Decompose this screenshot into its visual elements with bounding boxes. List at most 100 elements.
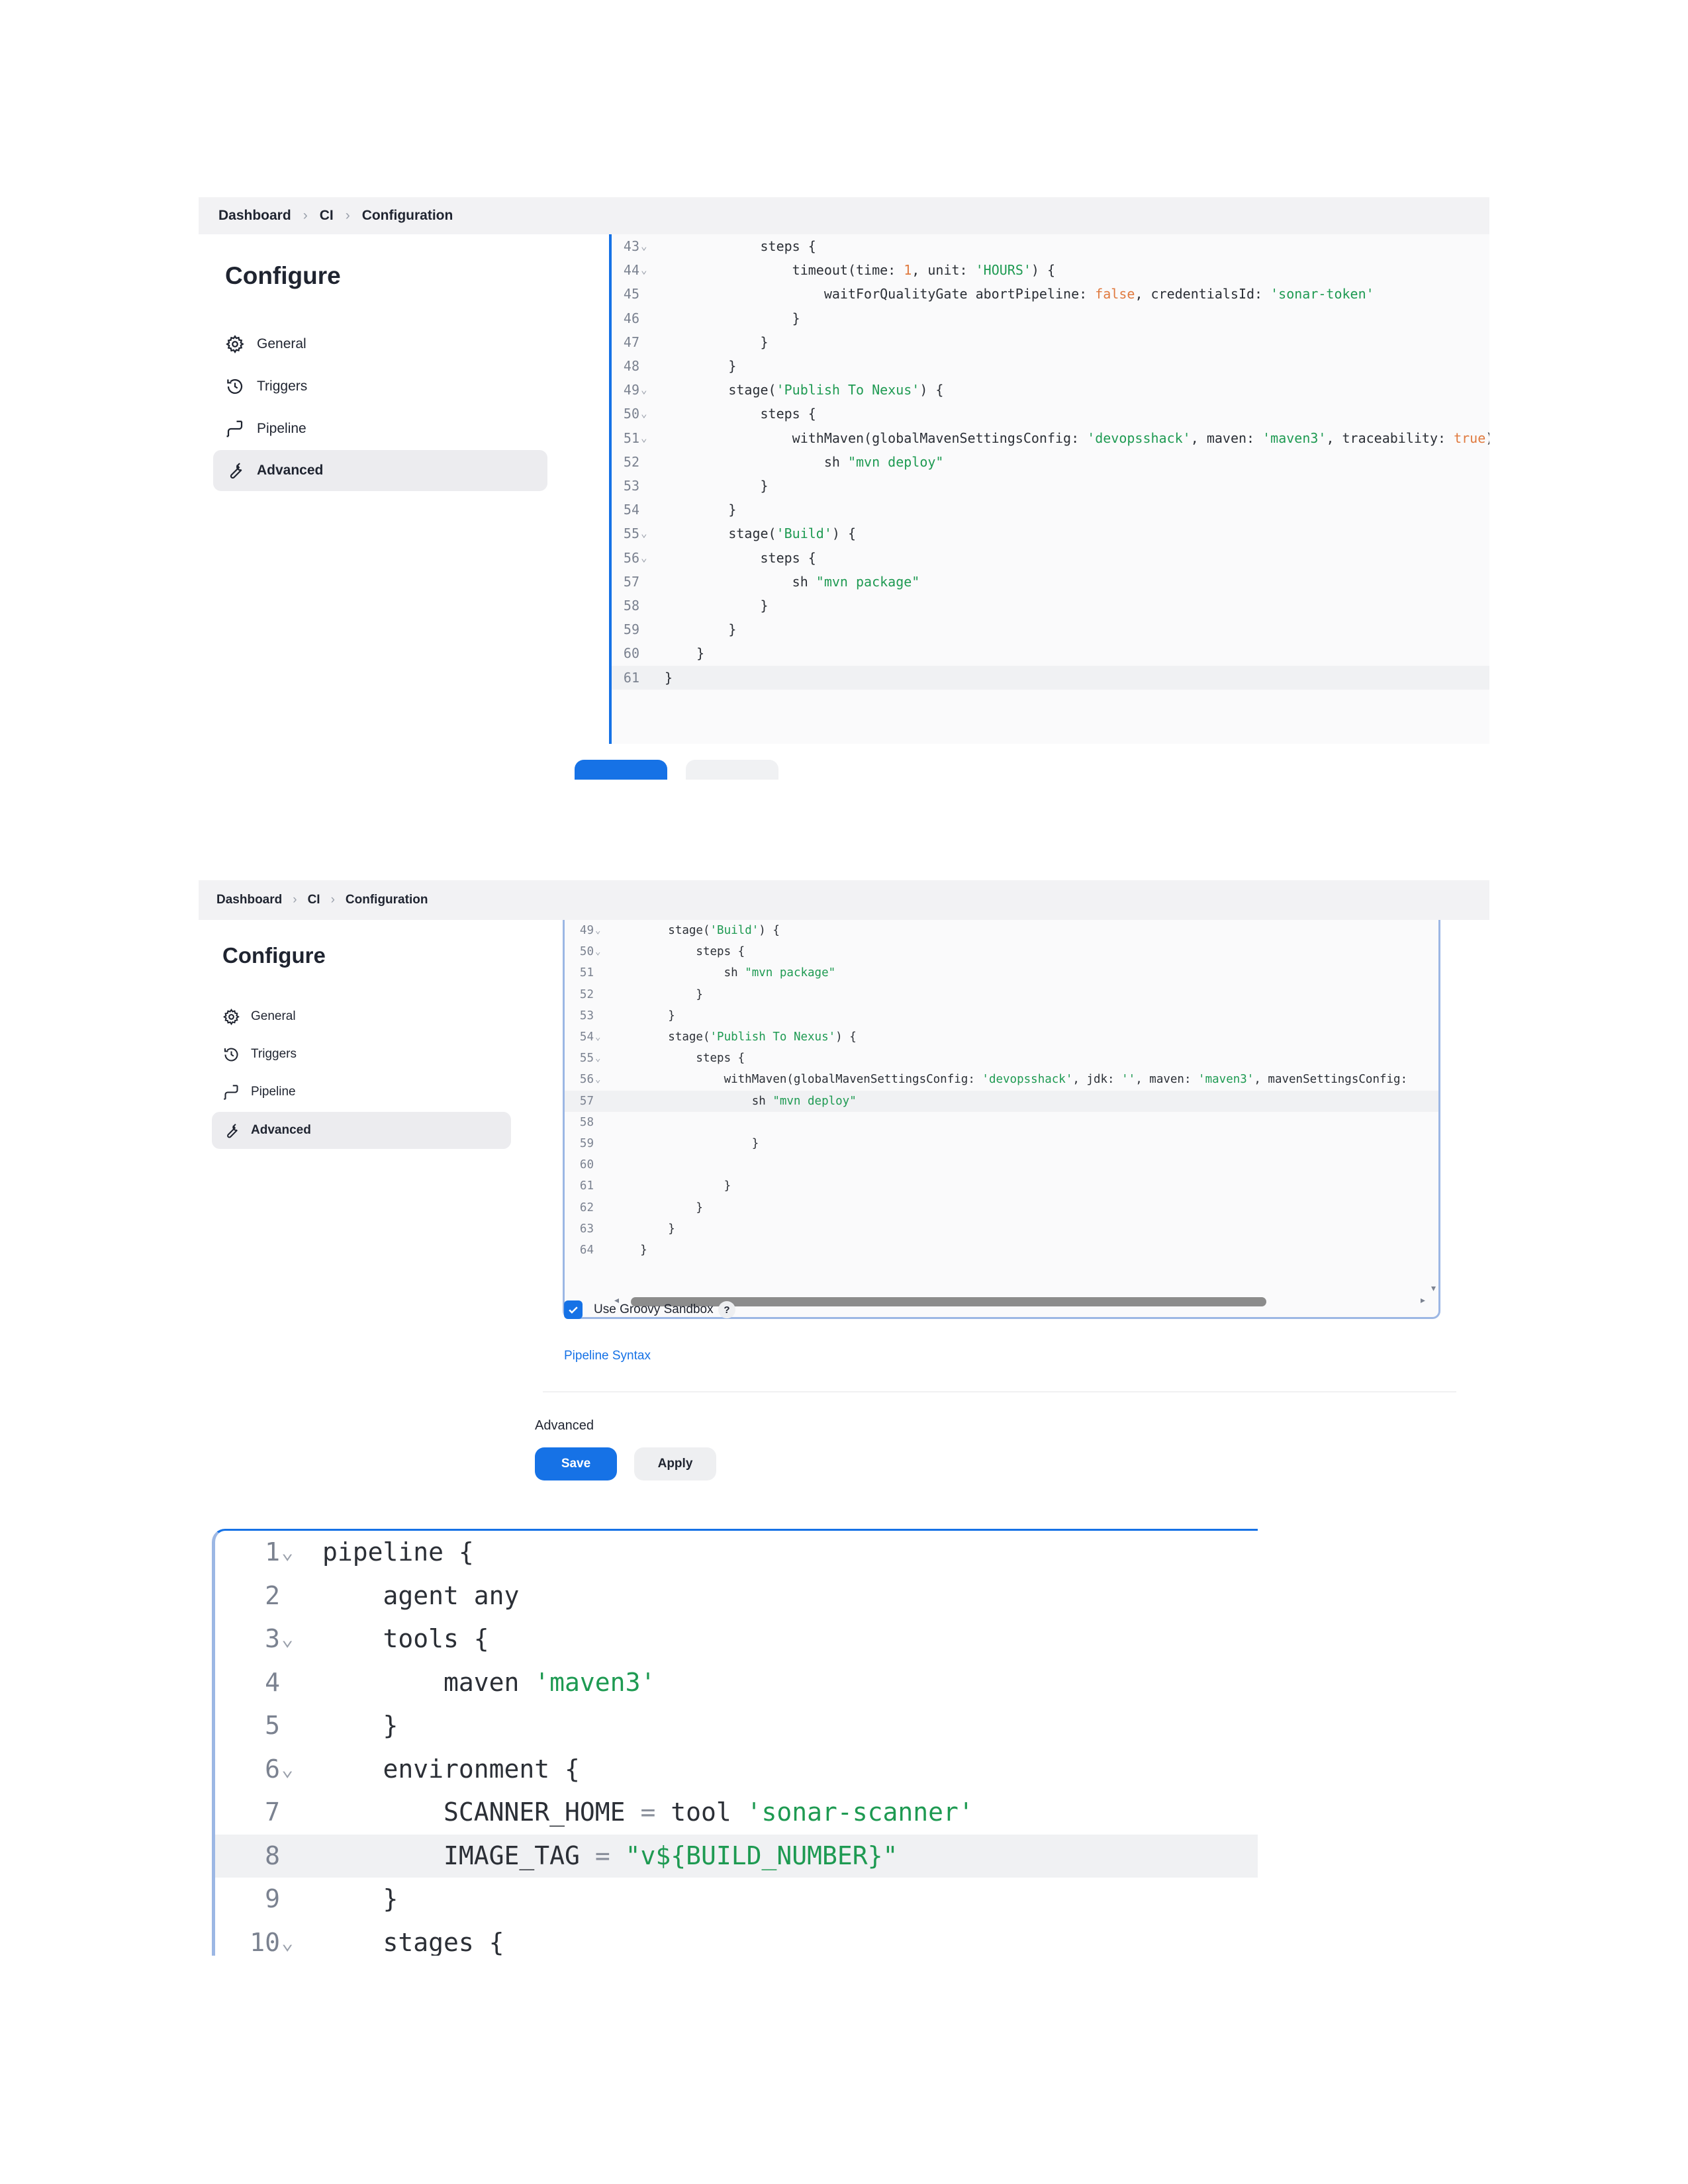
code-line[interactable]: 57 sh "mvn package" bbox=[612, 570, 1489, 594]
code-line[interactable]: 64 } bbox=[565, 1240, 1438, 1261]
code-line[interactable]: 63 } bbox=[565, 1218, 1438, 1240]
fold-chevron-icon[interactable]: ⌄ bbox=[595, 1053, 601, 1064]
fold-chevron-icon[interactable]: ⌄ bbox=[281, 1931, 294, 1954]
code-line[interactable]: 7 SCANNER_HOME = tool 'sonar-scanner' bbox=[215, 1791, 1258, 1835]
code-line[interactable]: 59 } bbox=[565, 1133, 1438, 1154]
code-line[interactable]: 49⌄ stage('Build') { bbox=[565, 920, 1438, 941]
code-line[interactable]: 55⌄ steps { bbox=[565, 1048, 1438, 1069]
save-button[interactable]: Save bbox=[535, 1447, 617, 1480]
code-line[interactable]: 57 sh "mvn deploy" bbox=[565, 1090, 1438, 1112]
code-token: = bbox=[640, 1797, 656, 1827]
code-line[interactable]: 52 } bbox=[565, 984, 1438, 1005]
code-text: timeout(time: 1, unit: 'HOURS') { bbox=[665, 262, 1056, 279]
fold-chevron-icon[interactable]: ⌄ bbox=[641, 240, 647, 252]
horizontal-scrollbar[interactable] bbox=[631, 1297, 1266, 1306]
sidebar-item-general[interactable]: General bbox=[213, 325, 504, 363]
breadcrumb: Dashboard › CI › Configuration bbox=[199, 880, 1489, 920]
apply-button-partial[interactable] bbox=[686, 760, 778, 780]
fold-chevron-icon[interactable]: ⌄ bbox=[641, 431, 647, 444]
fold-chevron-icon[interactable]: ⌄ bbox=[641, 551, 647, 564]
clock-icon bbox=[225, 377, 245, 396]
fold-chevron-icon[interactable]: ⌄ bbox=[641, 407, 647, 420]
breadcrumb-ci[interactable]: CI bbox=[307, 893, 320, 907]
fold-chevron-icon[interactable]: ⌄ bbox=[281, 1757, 294, 1781]
breadcrumb-configuration[interactable]: Configuration bbox=[345, 893, 428, 907]
sidebar-item-advanced[interactable]: Advanced bbox=[212, 1112, 511, 1149]
fold-chevron-icon[interactable]: ⌄ bbox=[595, 946, 601, 958]
code-line[interactable]: 5 } bbox=[215, 1704, 1258, 1748]
breadcrumb-configuration[interactable]: Configuration bbox=[361, 208, 453, 223]
fold-chevron-icon[interactable]: ⌄ bbox=[595, 1074, 601, 1085]
sidebar-item-triggers[interactable]: Triggers bbox=[212, 1037, 490, 1071]
sidebar-item-general[interactable]: General bbox=[212, 999, 490, 1034]
code-line[interactable]: 54 } bbox=[612, 498, 1489, 522]
code-line[interactable]: 61} bbox=[612, 665, 1489, 690]
code-line[interactable]: 9 } bbox=[215, 1878, 1258, 1921]
code-line[interactable]: 8 IMAGE_TAG = "v${BUILD_NUMBER}" bbox=[215, 1834, 1258, 1878]
code-text: tools { bbox=[322, 1624, 489, 1653]
code-line[interactable]: 53 } bbox=[565, 1005, 1438, 1026]
code-line[interactable]: 45 waitForQualityGate abortPipeline: fal… bbox=[612, 282, 1489, 306]
code-token: 'sonar-token' bbox=[1270, 286, 1374, 302]
fold-chevron-icon[interactable]: ⌄ bbox=[641, 263, 647, 277]
code-line[interactable]: 52 sh "mvn deploy" bbox=[612, 450, 1489, 474]
sandbox-checkbox[interactable] bbox=[564, 1300, 583, 1319]
fold-chevron-icon[interactable]: ⌄ bbox=[641, 527, 647, 540]
help-icon[interactable]: ? bbox=[718, 1301, 735, 1318]
code-line[interactable]: 48 } bbox=[612, 354, 1489, 378]
code-line[interactable]: 1⌄pipeline { bbox=[215, 1531, 1258, 1574]
breadcrumb-dashboard[interactable]: Dashboard bbox=[218, 208, 291, 223]
code-editor[interactable]: 49⌄ stage('Build') {50⌄ steps {51 sh "mv… bbox=[563, 920, 1440, 1319]
breadcrumb: Dashboard › CI › Configuration bbox=[199, 197, 1489, 234]
pipeline-syntax-link[interactable]: Pipeline Syntax bbox=[564, 1349, 651, 1363]
sidebar-item-triggers[interactable]: Triggers bbox=[213, 367, 504, 406]
code-line[interactable]: 59 } bbox=[612, 617, 1489, 641]
code-line[interactable]: 58 bbox=[565, 1112, 1438, 1133]
line-number: 8 bbox=[265, 1841, 280, 1870]
code-line[interactable]: 58 } bbox=[612, 594, 1489, 617]
sidebar-item-label: Triggers bbox=[257, 379, 308, 394]
code-line[interactable]: 60 } bbox=[612, 641, 1489, 665]
scroll-down-icon[interactable]: ▾ bbox=[1430, 1283, 1436, 1293]
code-line[interactable]: 46 } bbox=[612, 306, 1489, 330]
code-line[interactable]: 56⌄ withMaven(globalMavenSettingsConfig:… bbox=[565, 1069, 1438, 1090]
code-line[interactable]: 10⌄ stages { bbox=[215, 1921, 1258, 1956]
code-line[interactable]: 51⌄ withMaven(globalMavenSettingsConfig:… bbox=[612, 426, 1489, 450]
code-line[interactable]: 44⌄ timeout(time: 1, unit: 'HOURS') { bbox=[612, 258, 1489, 282]
sidebar-item-advanced[interactable]: Advanced bbox=[213, 450, 547, 491]
breadcrumb-dashboard[interactable]: Dashboard bbox=[216, 893, 283, 907]
code-line[interactable]: 50⌄ steps { bbox=[565, 941, 1438, 962]
fold-chevron-icon[interactable]: ⌄ bbox=[281, 1627, 294, 1651]
code-line[interactable]: 3⌄ tools { bbox=[215, 1617, 1258, 1661]
code-line[interactable]: 62 } bbox=[565, 1197, 1438, 1218]
line-number: 62 bbox=[579, 1201, 594, 1214]
code-line[interactable]: 2 agent any bbox=[215, 1574, 1258, 1618]
code-line[interactable]: 51 sh "mvn package" bbox=[565, 962, 1438, 983]
code-line[interactable]: 60 bbox=[565, 1154, 1438, 1175]
line-number: 52 bbox=[579, 987, 594, 1001]
code-line[interactable]: 61 } bbox=[565, 1175, 1438, 1197]
breadcrumb-ci[interactable]: CI bbox=[319, 208, 334, 223]
save-button-partial[interactable] bbox=[575, 760, 667, 780]
fold-chevron-icon[interactable]: ⌄ bbox=[281, 1541, 294, 1564]
code-line[interactable]: 6⌄ environment { bbox=[215, 1748, 1258, 1792]
code-editor[interactable]: 43⌄ steps {44⌄ timeout(time: 1, unit: 'H… bbox=[609, 234, 1489, 744]
fold-chevron-icon[interactable]: ⌄ bbox=[595, 1032, 601, 1042]
fold-chevron-icon[interactable]: ⌄ bbox=[595, 925, 601, 936]
fold-chevron-icon[interactable]: ⌄ bbox=[641, 383, 647, 396]
code-line[interactable]: 4 maven 'maven3' bbox=[215, 1661, 1258, 1705]
sidebar-item-pipeline[interactable]: Pipeline bbox=[212, 1075, 490, 1109]
code-line[interactable]: 55⌄ stage('Build') { bbox=[612, 522, 1489, 545]
code-line[interactable]: 47 } bbox=[612, 330, 1489, 354]
code-line[interactable]: 56⌄ steps { bbox=[612, 546, 1489, 570]
code-line[interactable]: 43⌄ steps { bbox=[612, 234, 1489, 258]
code-line[interactable]: 53 } bbox=[612, 474, 1489, 498]
code-line[interactable]: 54⌄ stage('Publish To Nexus') { bbox=[565, 1026, 1438, 1048]
code-line[interactable]: 49⌄ stage('Publish To Nexus') { bbox=[612, 378, 1489, 402]
code-line[interactable]: 50⌄ steps { bbox=[612, 402, 1489, 426]
scroll-left-icon[interactable]: ◂ bbox=[614, 1295, 620, 1305]
apply-button[interactable]: Apply bbox=[634, 1447, 716, 1480]
sidebar-item-pipeline[interactable]: Pipeline bbox=[213, 410, 504, 448]
scroll-right-icon[interactable]: ▸ bbox=[1420, 1295, 1425, 1305]
